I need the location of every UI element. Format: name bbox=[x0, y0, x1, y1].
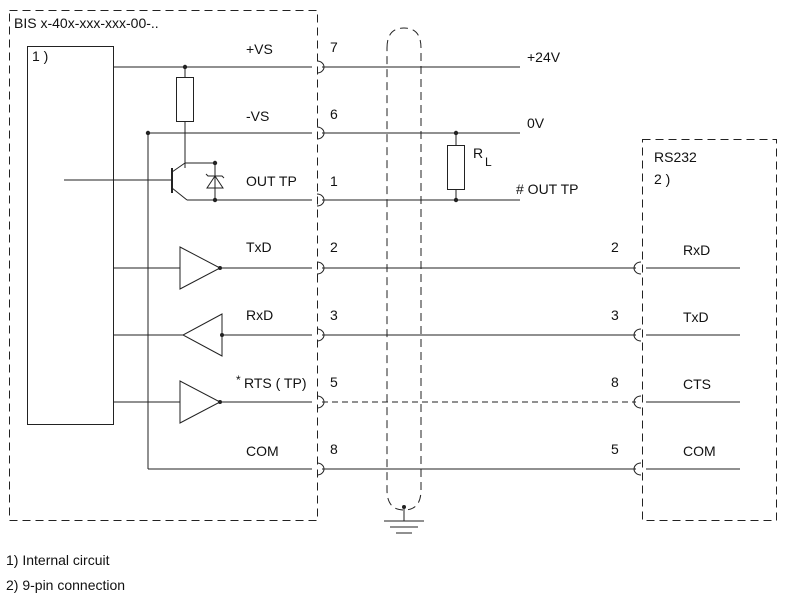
internal-block-label: 1 ) bbox=[32, 48, 48, 64]
label-vs-plus: +VS bbox=[246, 41, 273, 57]
label-24v: +24V bbox=[527, 49, 561, 65]
resistor-label-r: R bbox=[473, 145, 483, 161]
pin-7: 7 bbox=[330, 39, 338, 55]
rs232-connectors bbox=[633, 261, 642, 476]
load-resistor bbox=[447, 133, 465, 200]
label-0v: 0V bbox=[527, 115, 545, 131]
label-out-tp-far: # OUT TP bbox=[516, 181, 579, 197]
ground-symbol bbox=[384, 507, 424, 534]
label-rts: RTS ( TP) bbox=[244, 375, 307, 391]
pin-3: 3 bbox=[330, 307, 338, 323]
junction-dots bbox=[145, 64, 459, 509]
cable-shield bbox=[386, 27, 422, 511]
transistor bbox=[64, 160, 215, 201]
rs232-subtitle: 2 ) bbox=[654, 171, 670, 187]
txd-driver-triangle bbox=[179, 246, 222, 290]
rs232-label-cts: CTS bbox=[683, 376, 711, 392]
rts-asterisk: * bbox=[236, 373, 241, 387]
label-vs-minus: -VS bbox=[246, 108, 269, 124]
pin-1: 1 bbox=[330, 173, 338, 189]
device-connectors bbox=[316, 60, 325, 476]
rxd-receiver-triangle bbox=[181, 313, 223, 357]
pin-6: 6 bbox=[330, 106, 338, 122]
remote-pin-8: 8 bbox=[611, 374, 619, 390]
label-com: COM bbox=[246, 443, 279, 459]
rs232-label-txd: TxD bbox=[683, 309, 709, 325]
rs232-label-rxd: RxD bbox=[683, 242, 710, 258]
remote-pin-2: 2 bbox=[611, 239, 619, 255]
wiring-diagram: BIS x-40x-xxx-xxx-00-.. 1 ) RS232 2 ) +V… bbox=[9, 10, 777, 534]
device-title: BIS x-40x-xxx-xxx-00-.. bbox=[14, 15, 159, 31]
pin-8: 8 bbox=[330, 441, 338, 457]
label-out-tp: OUT TP bbox=[246, 173, 297, 189]
rts-driver-triangle bbox=[179, 380, 222, 424]
pin-2: 2 bbox=[330, 239, 338, 255]
footnote-internal-circuit: 1) Internal circuit bbox=[6, 552, 110, 568]
rs232-title: RS232 bbox=[654, 149, 697, 165]
remote-pin-5: 5 bbox=[611, 441, 619, 457]
footnotes: 1) Internal circuit 2) 9-pin connection bbox=[6, 548, 125, 598]
pin-5: 5 bbox=[330, 374, 338, 390]
internal-circuit-block bbox=[27, 46, 114, 425]
label-txd: TxD bbox=[246, 239, 272, 255]
rs232-label-com: COM bbox=[683, 443, 716, 459]
rs232-boundary bbox=[642, 139, 777, 521]
resistor-label-l: L bbox=[485, 155, 492, 169]
remote-pin-3: 3 bbox=[611, 307, 619, 323]
device-boundary bbox=[9, 10, 318, 521]
zener-diode bbox=[205, 163, 225, 200]
footnote-9pin-connection: 2) 9-pin connection bbox=[6, 577, 126, 593]
pullup-resistor bbox=[176, 67, 194, 168]
label-rxd: RxD bbox=[246, 307, 273, 323]
